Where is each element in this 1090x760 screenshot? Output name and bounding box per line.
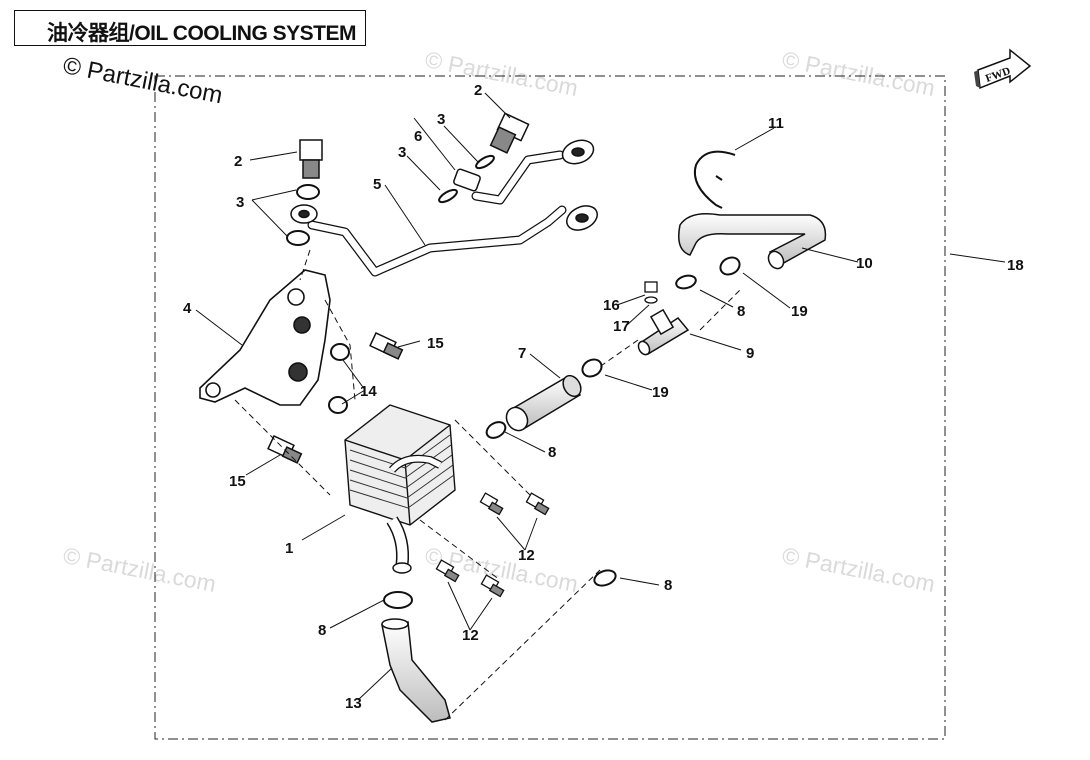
hose-clamps bbox=[383, 256, 741, 609]
coolant-hose-7 bbox=[505, 374, 582, 432]
callout-8: 8 bbox=[737, 303, 745, 320]
callout-17: 17 bbox=[613, 318, 630, 335]
oil-line-pipes bbox=[307, 150, 567, 277]
callout-9: 9 bbox=[746, 345, 754, 362]
diagram-title: 油冷器组/OIL COOLING SYSTEM bbox=[47, 22, 356, 45]
callout-6: 6 bbox=[414, 128, 422, 145]
hose-clip bbox=[694, 150, 736, 209]
callout-19: 19 bbox=[652, 384, 669, 401]
callout-11: 11 bbox=[768, 115, 784, 132]
callout-19: 19 bbox=[791, 303, 808, 320]
callout-15: 15 bbox=[229, 473, 246, 490]
leader-lines bbox=[195, 92, 1006, 701]
bleed-screw bbox=[644, 281, 658, 304]
mounting-bolts bbox=[435, 492, 550, 598]
assembly-boundary bbox=[154, 75, 946, 740]
coolant-hose-13 bbox=[381, 618, 451, 723]
fwd-arrow-icon: FWD bbox=[974, 48, 1032, 90]
callout-16: 16 bbox=[603, 297, 620, 314]
callout-13: 13 bbox=[345, 695, 362, 712]
callout-15: 15 bbox=[427, 335, 444, 352]
callout-8: 8 bbox=[318, 622, 326, 639]
callout-3: 3 bbox=[236, 194, 244, 211]
callout-8: 8 bbox=[548, 444, 556, 461]
title-box: 油冷器组/OIL COOLING SYSTEM bbox=[14, 10, 366, 46]
callout-numbers: 1 2 2 3 3 3 4 5 6 7 8 8 8 8 9 10 11 12 1… bbox=[183, 82, 1024, 712]
oil-cooler-bracket bbox=[199, 269, 331, 406]
banjo-fittings bbox=[290, 139, 598, 231]
callout-2: 2 bbox=[234, 153, 242, 170]
sealing-washers bbox=[286, 154, 495, 246]
callout-14: 14 bbox=[360, 383, 377, 400]
callout-7: 7 bbox=[518, 345, 526, 362]
coolant-pipe-9 bbox=[637, 308, 690, 356]
callout-10: 10 bbox=[856, 255, 873, 272]
callout-4: 4 bbox=[183, 300, 192, 317]
callout-18: 18 bbox=[1007, 257, 1024, 274]
callout-8: 8 bbox=[664, 577, 672, 594]
callout-2: 2 bbox=[474, 82, 482, 99]
callout-12: 12 bbox=[462, 627, 479, 644]
assembly-guide-lines bbox=[234, 249, 741, 721]
o-rings bbox=[328, 343, 350, 414]
callout-12: 12 bbox=[518, 547, 535, 564]
coolant-hose-10 bbox=[678, 213, 827, 270]
callout-5: 5 bbox=[373, 176, 381, 193]
callout-3: 3 bbox=[398, 144, 406, 161]
callout-3: 3 bbox=[437, 111, 445, 128]
union-bolt bbox=[299, 112, 530, 179]
oil-cooler-core bbox=[344, 404, 456, 574]
callout-1: 1 bbox=[285, 540, 293, 557]
